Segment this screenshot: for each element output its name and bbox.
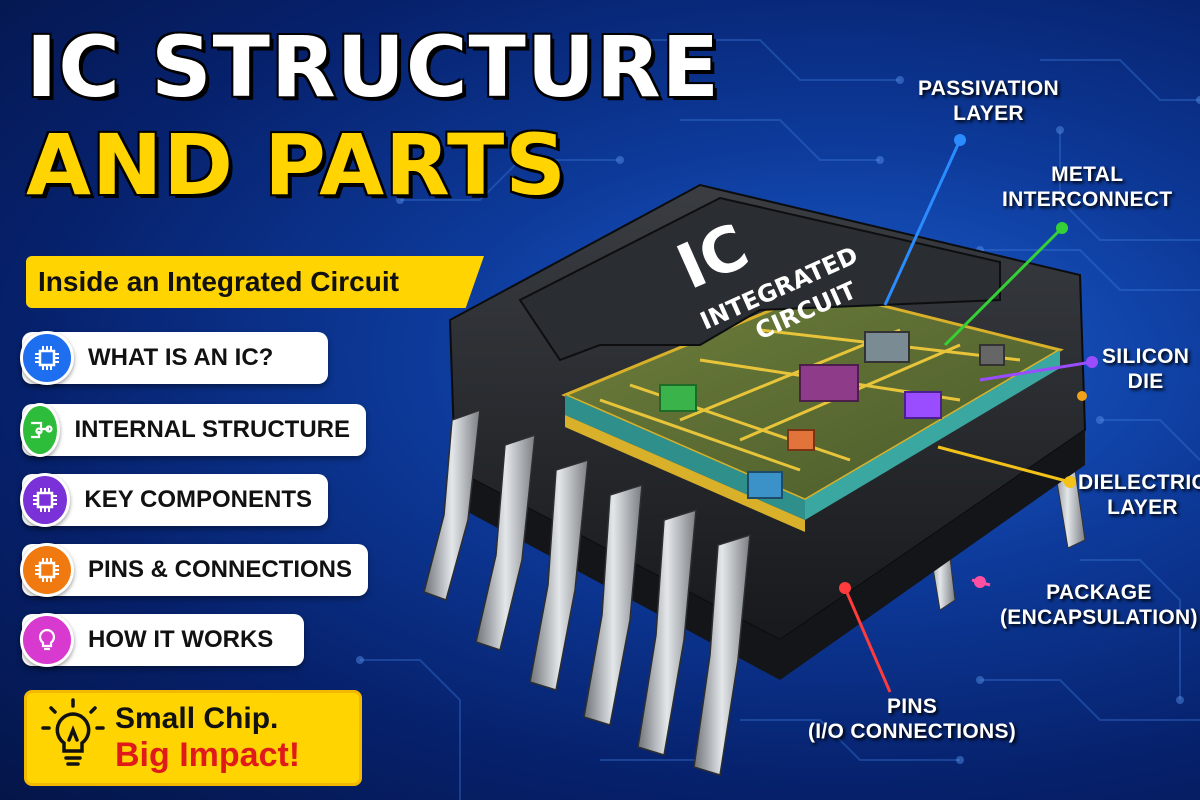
- menu-label: KEY COMPONENTS: [84, 486, 312, 513]
- impact-banner: Small Chip. Big Impact!: [24, 690, 362, 786]
- chip-icon: [20, 331, 74, 385]
- dot-metal: [1056, 222, 1068, 234]
- label-pins-io: PINS (I/O CONNECTIONS): [808, 695, 1017, 743]
- page-title-line1: IC STRUCTURE: [26, 18, 721, 116]
- label-passivation-layer: PASSIVATION LAYER: [918, 77, 1059, 125]
- menu-label: HOW IT WORKS: [88, 626, 274, 653]
- circuit-icon: [20, 403, 61, 457]
- menu-item-key-components[interactable]: KEY COMPONENTS: [20, 473, 328, 527]
- silicon-die-cutaway: [561, 288, 1064, 532]
- menu-item-what-is-ic[interactable]: WHAT IS AN IC?: [20, 331, 328, 385]
- dot-dielectric: [1064, 476, 1076, 488]
- menu-label: PINS & CONNECTIONS: [87, 556, 352, 583]
- front-pins: [423, 408, 751, 776]
- dot-package: [974, 576, 986, 588]
- menu-label: INTERNAL STRUCTURE: [74, 416, 350, 443]
- leader-dielectric: [937, 445, 1071, 484]
- leader-passivation: [883, 139, 962, 306]
- dot-dielectric-end: [1077, 391, 1087, 401]
- impact-line1: Small Chip.: [115, 701, 279, 735]
- dot-passivation: [954, 134, 966, 146]
- menu-item-how-it-works[interactable]: HOW IT WORKS: [20, 613, 304, 667]
- label-metal-interconnect: METAL INTERCONNECT: [1002, 163, 1173, 211]
- leader-metal: [943, 226, 1064, 347]
- menu-item-pins-connections[interactable]: PINS & CONNECTIONS: [20, 543, 368, 597]
- label-package-encapsulation: PACKAGE (ENCAPSULATION): [1000, 581, 1198, 629]
- lightbulb-icon: [20, 613, 74, 667]
- dot-silicon: [1086, 356, 1098, 368]
- menu-item-internal-structure[interactable]: INTERNAL STRUCTURE: [20, 403, 366, 457]
- chip-icon: [20, 543, 74, 597]
- impact-line2: Big Impact!: [115, 735, 301, 774]
- subtitle-banner: Inside an Integrated Circuit: [26, 256, 484, 308]
- chip-icon: [20, 473, 71, 527]
- lightbulb-icon: [41, 698, 105, 766]
- dot-pins: [839, 582, 851, 594]
- label-dielectric-layer: DIELECTRIC LAYER: [1078, 471, 1200, 519]
- leader-pins: [843, 587, 892, 693]
- package-lid: [518, 196, 1001, 362]
- page-title-line2: AND PARTS: [26, 116, 567, 214]
- menu-label: WHAT IS AN IC?: [88, 344, 274, 371]
- leader-silicon: [979, 360, 1093, 382]
- label-silicon-die: SILICON DIE: [1102, 345, 1190, 393]
